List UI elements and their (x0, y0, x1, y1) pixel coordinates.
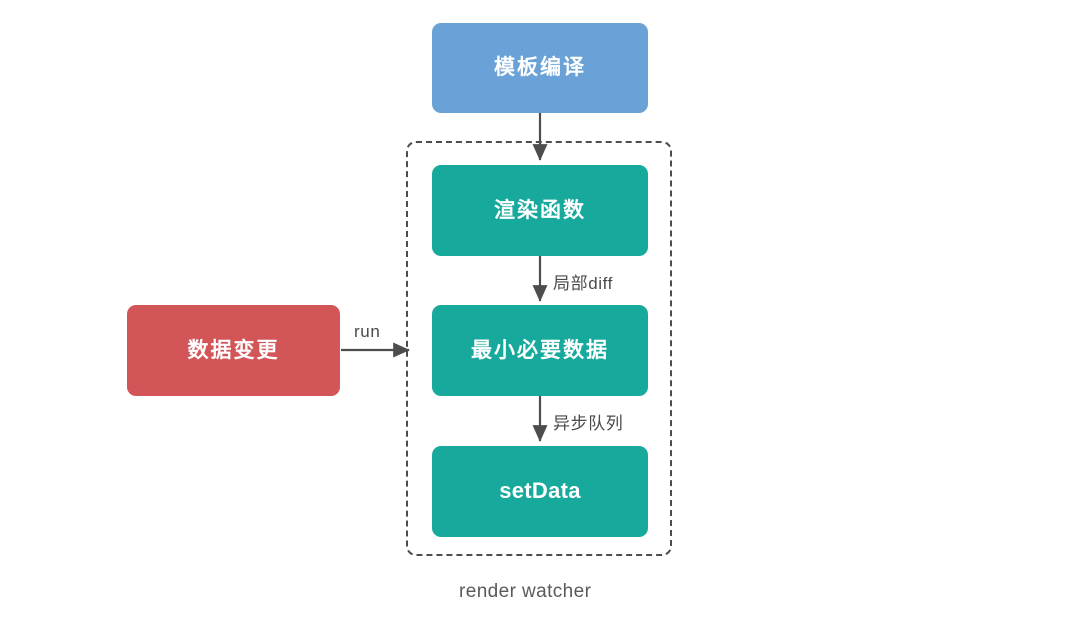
node-template-compile-label: 模板编译 (494, 56, 586, 80)
node-data-change[interactable]: 数据变更 (127, 305, 340, 396)
node-set-data[interactable]: setData (432, 446, 648, 537)
render-watcher-caption: render watcher (459, 581, 592, 602)
node-minimal-data[interactable]: 最小必要数据 (432, 305, 648, 396)
node-set-data-label: setData (499, 478, 581, 504)
edge-label-async-queue: 异步队列 (553, 414, 624, 433)
node-minimal-data-label: 最小必要数据 (471, 338, 609, 362)
node-data-change-label: 数据变更 (187, 338, 280, 362)
node-render-function[interactable]: 渲染函数 (432, 165, 648, 256)
edge-label-local-diff: 局部diff (553, 274, 613, 293)
edge-label-run: run (354, 322, 381, 341)
node-template-compile[interactable]: 模板编译 (432, 23, 648, 113)
node-render-function-label: 渲染函数 (494, 198, 586, 222)
